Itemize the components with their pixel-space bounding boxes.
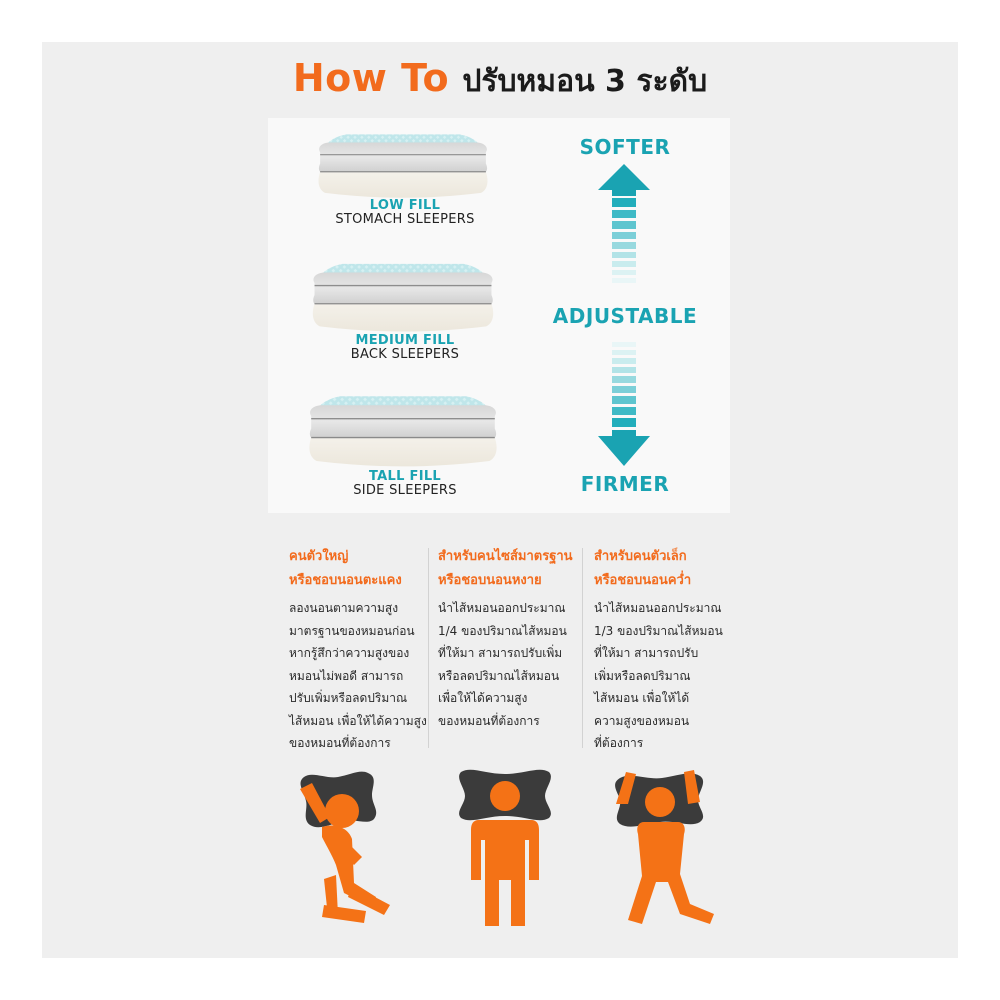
fill-level-sleeper: SIDE SLEEPERS (353, 483, 457, 498)
column-side-sleeper: คนตัวใหญ่ หรือชอบนอนตะแคง ลองนอนตามความส… (289, 545, 429, 755)
column-back-sleeper: สำหรับคนไซส์มาตรฐาน หรือชอบนอนหงาย นำไส้… (438, 545, 578, 732)
adjustable-label: ADJUSTABLE (552, 304, 698, 328)
firmer-label: FIRMER (580, 472, 670, 496)
column-text-line: ของหมอนที่ต้องการ (438, 713, 540, 728)
column-text-line: เพิ่มหรือลดปริมาณ (594, 668, 691, 683)
softer-arrow-icon (598, 164, 650, 283)
side-sleeper-figure (300, 771, 390, 923)
page-title: How To ปรับหมอน 3 ระดับ (0, 56, 1000, 105)
title-brand: How To (292, 56, 450, 100)
pillow-image (312, 263, 494, 333)
column-text-line: ไส้หมอน เพื่อให้ได้ (594, 691, 690, 705)
column-text-line: เพื่อให้ได้ความสูง (438, 691, 528, 705)
column-heading: คนตัวใหญ่ (289, 549, 349, 564)
column-text-line: หากรู้สึกว่าความสูงของ (289, 646, 410, 660)
column-heading: สำหรับคนตัวเล็ก (594, 549, 687, 564)
pillow-image (308, 395, 498, 468)
column-divider (428, 548, 429, 748)
stomach-sleeper-figure (615, 770, 714, 924)
fill-level-name: LOW FILL (369, 198, 441, 213)
fill-level-name: TALL FILL (369, 469, 441, 484)
column-heading: หรือชอบนอนคว่ำ (594, 573, 692, 588)
column-heading: หรือชอบนอนหงาย (438, 573, 542, 588)
column-heading: หรือชอบนอนตะแคง (289, 573, 402, 588)
column-text-line: ของหมอนที่ต้องการ (289, 736, 391, 750)
column-text-line: นำไส้หมอนออกประมาณ (594, 601, 722, 615)
column-text-line: ที่ให้มา สามารถปรับเพิ่ม (438, 646, 563, 660)
column-text-line: ไส้หมอน เพื่อให้ได้ความสูง (289, 713, 427, 728)
column-text-line: ความสูงของหมอน (594, 713, 690, 728)
column-text-line: หรือลดปริมาณไส้หมอน (438, 668, 560, 683)
column-text-line: 1/3 ของปริมาณไส้หมอน (594, 623, 723, 638)
column-text-line: ปรับเพิ่มหรือลดปริมาณ (289, 691, 408, 705)
fill-level-name: MEDIUM FILL (355, 333, 455, 348)
column-text-line: 1/4 ของปริมาณไส้หมอน (438, 623, 567, 638)
column-stomach-sleeper: สำหรับคนตัวเล็ก หรือชอบนอนคว่ำ นำไส้หมอน… (594, 545, 734, 755)
column-text-line: ลองนอนตามความสูง (289, 601, 399, 615)
title-rest: ปรับหมอน 3 ระดับ (462, 64, 708, 99)
pillow-image (317, 133, 489, 199)
back-sleeper-figure (459, 769, 551, 926)
softer-label: SOFTER (579, 135, 671, 159)
fill-level-sleeper: STOMACH SLEEPERS (335, 212, 475, 227)
column-text-line: ที่ให้มา สามารถปรับ (594, 646, 699, 660)
fill-level-sleeper: BACK SLEEPERS (350, 347, 460, 362)
column-text-line: ที่ต้องการ (594, 736, 644, 750)
column-divider (582, 548, 583, 748)
column-text-line: นำไส้หมอนออกประมาณ (438, 601, 566, 615)
column-heading: สำหรับคนไซส์มาตรฐาน (438, 549, 573, 564)
firmer-arrow-icon (598, 342, 650, 466)
column-text-line: มาตรฐานของหมอนก่อน (289, 623, 415, 638)
column-text-line: หมอนไม่พอดี สามารถ (289, 668, 404, 683)
